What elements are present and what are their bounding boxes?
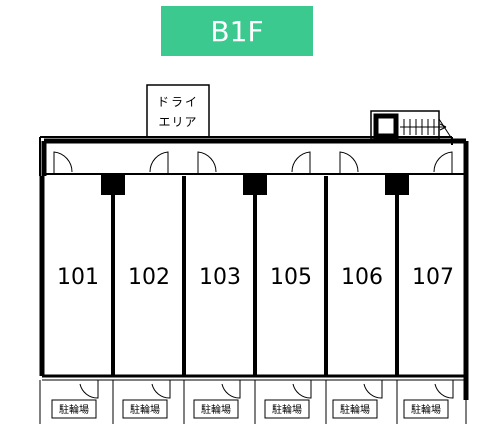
dry-area-box: [146, 84, 210, 138]
structural-columns: [101, 174, 409, 195]
staircase: [370, 110, 453, 140]
parking-label: 駐輪場: [130, 403, 160, 416]
dry-area-label-line2: エリア: [158, 115, 197, 129]
parking-label: 駐輪場: [340, 403, 370, 416]
unit-number: 106: [341, 265, 383, 290]
unit-number: 105: [270, 265, 312, 290]
unit-number: 103: [199, 265, 241, 290]
parking-label: 駐輪場: [201, 403, 231, 416]
unit-number: 101: [57, 265, 99, 290]
parking-label-boxes: [51, 399, 449, 419]
parking-label: 駐輪場: [411, 403, 441, 416]
unit-number: 102: [128, 265, 170, 290]
unit-number: 107: [412, 265, 454, 290]
dry-area-label-line1: ドライ: [157, 95, 199, 109]
corridor-doors: [53, 151, 453, 174]
parking-doors: [79, 380, 454, 399]
parking-label: 駐輪場: [59, 403, 89, 416]
parking-label: 駐輪場: [272, 403, 302, 416]
unit-walls: [39, 176, 467, 424]
floor-label-badge: B1F: [161, 6, 313, 56]
